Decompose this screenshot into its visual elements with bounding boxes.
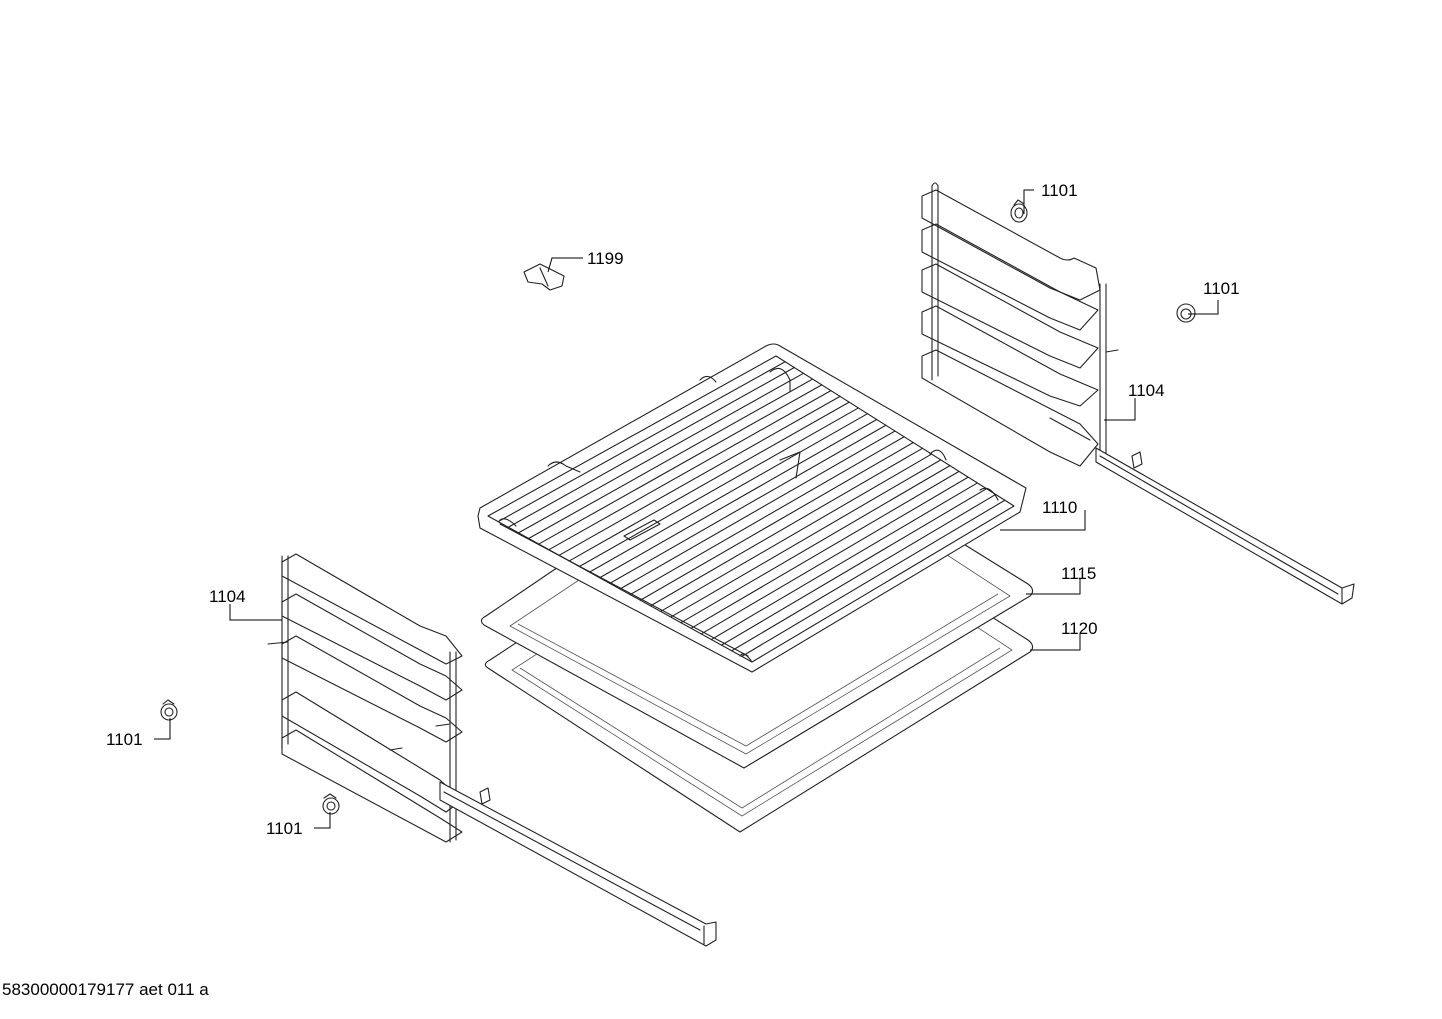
- rack-wire: [690, 470, 960, 629]
- rack-wire: [629, 436, 905, 596]
- rack-wire: [731, 493, 997, 652]
- rack-wire: [741, 499, 1006, 657]
- rack-wire: [599, 418, 878, 579]
- wire-rack-part: [477, 343, 1027, 673]
- leader-lines: [154, 189, 1219, 829]
- knob-part-top-a: [1010, 199, 1028, 223]
- label-1110: 1110: [1042, 498, 1077, 517]
- clip-part: [523, 263, 565, 291]
- label-1104-left: 1104: [209, 587, 246, 606]
- rack-wire: [720, 488, 988, 646]
- rack-wire: [497, 361, 786, 523]
- rack-wire: [670, 459, 942, 618]
- label-1104-right: 1104: [1128, 381, 1165, 400]
- rack-wire: [649, 447, 924, 607]
- rack-wire: [619, 430, 896, 590]
- right-side-rail-part: [921, 182, 1355, 605]
- rack-wire: [588, 413, 869, 573]
- rack-wire: [568, 401, 850, 562]
- left-side-rail-part: [267, 553, 717, 947]
- label-1115: 1115: [1061, 564, 1096, 583]
- label-1101-bottom-a: 1101: [106, 730, 143, 749]
- rack-wire: [528, 378, 814, 540]
- rack-wire: [660, 453, 933, 613]
- document-code: 58300000179177 aet 011 a: [2, 980, 209, 999]
- label-1120: 1120: [1061, 619, 1098, 638]
- label-1199: 1199: [587, 249, 624, 268]
- label-1101-bottom-b: 1101: [266, 819, 303, 838]
- rack-wire: [578, 407, 859, 568]
- rack-wire: [700, 476, 969, 635]
- label-1101-top-a: 1101: [1041, 181, 1078, 200]
- rack-wire: [538, 384, 823, 545]
- knob-part-bottom-b: [322, 793, 340, 815]
- label-1101-top-b: 1101: [1203, 279, 1240, 298]
- rack-wire: [558, 395, 841, 556]
- rack-wire: [710, 482, 978, 641]
- rack-wire: [609, 424, 887, 584]
- rack-wire: [507, 366, 795, 528]
- rack-wire: [517, 372, 805, 534]
- rack-wire: [680, 465, 951, 624]
- knob-part-top-b: [1176, 303, 1196, 323]
- rack-wire: [639, 441, 914, 601]
- rack-wire: [548, 390, 832, 551]
- knob-part-bottom-a: [160, 699, 178, 721]
